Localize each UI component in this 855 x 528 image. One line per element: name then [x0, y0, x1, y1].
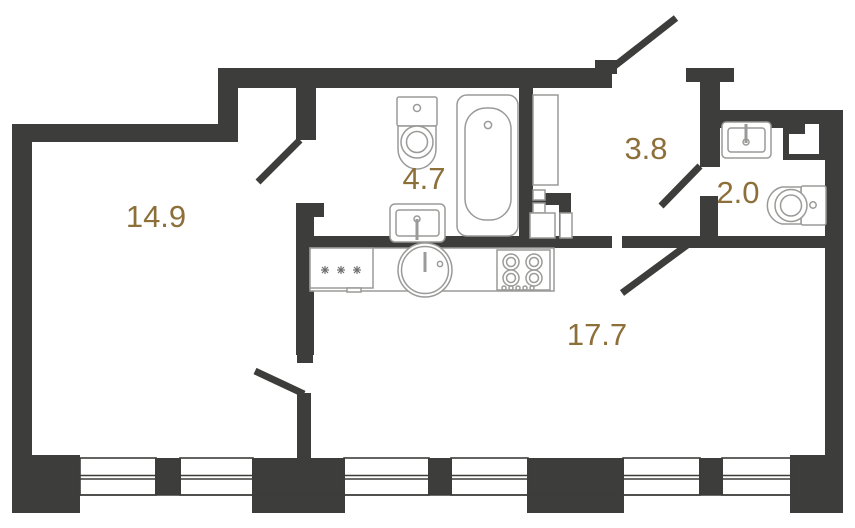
- wall-top-center: [218, 68, 612, 88]
- pillar-2: [155, 458, 181, 495]
- area-label-living-room: 14.9: [126, 199, 186, 234]
- wall-jamb-south: [297, 393, 311, 463]
- doors-group[interactable]: [253, 15, 703, 398]
- door-bathroom[interactable]: [658, 163, 703, 209]
- cooktop-four-burner: [496, 249, 551, 291]
- wall-vestibule-right: [296, 68, 316, 140]
- wall-jamb-south-cap: [297, 355, 313, 363]
- area-label-wc: 2.0: [716, 175, 759, 210]
- pillar-6: [699, 458, 723, 495]
- asterisk-3: [353, 266, 361, 274]
- cooktop-knobs: [501, 285, 535, 291]
- riser-duct: [529, 94, 573, 239]
- washbasin-wc: [721, 121, 772, 159]
- washbasin-bathroom: [389, 203, 446, 243]
- shaft-notch: [789, 124, 805, 134]
- door-living-room-south[interactable]: [253, 367, 306, 398]
- window-4: [450, 457, 529, 496]
- door-living-room[interactable]: [255, 137, 303, 185]
- pillar-3: [252, 458, 345, 513]
- area-label-hallway: 3.8: [624, 131, 667, 166]
- windows-group: [79, 457, 793, 496]
- bathtub: [456, 94, 519, 237]
- pillar-7: [790, 455, 843, 513]
- area-label-bathroom: 4.7: [402, 161, 445, 196]
- asterisk-2: [337, 266, 345, 274]
- asterisk-1: [321, 266, 329, 274]
- wall-bathroom-left-nub: [296, 203, 324, 217]
- window-6: [721, 457, 793, 496]
- wall-kitchen-top: [296, 236, 612, 248]
- kitchen-sink: [397, 242, 453, 298]
- wall-wc-bottom: [622, 236, 825, 248]
- fixtures-group: [309, 94, 827, 298]
- window-3: [343, 457, 430, 496]
- area-labels-group: 14.9 4.7 3.8 2.0 17.7: [126, 131, 760, 352]
- area-label-kitchen-living: 17.7: [567, 317, 627, 352]
- wall-bottom-stub-left: [12, 455, 80, 467]
- wall-left-exterior: [12, 124, 32, 469]
- pillar-5: [527, 458, 624, 513]
- window-1: [79, 457, 157, 496]
- entrance-door[interactable]: [609, 15, 679, 71]
- wall-top-right-stub: [533, 68, 612, 88]
- dishwasher: [309, 247, 374, 293]
- wall-entrance-nub: [595, 60, 617, 74]
- window-5: [622, 457, 701, 496]
- toilet-bathroom: [396, 96, 438, 170]
- wall-top-left: [12, 124, 238, 142]
- wall-step-vertical-left: [218, 68, 238, 126]
- window-2: [179, 457, 254, 496]
- door-kitchen[interactable]: [619, 237, 697, 296]
- wall-jamb-wc: [705, 212, 717, 242]
- walls-group: [12, 60, 843, 513]
- wall-right-exterior: [825, 110, 843, 470]
- pillar-4: [428, 458, 452, 495]
- toilet-wc: [766, 185, 827, 226]
